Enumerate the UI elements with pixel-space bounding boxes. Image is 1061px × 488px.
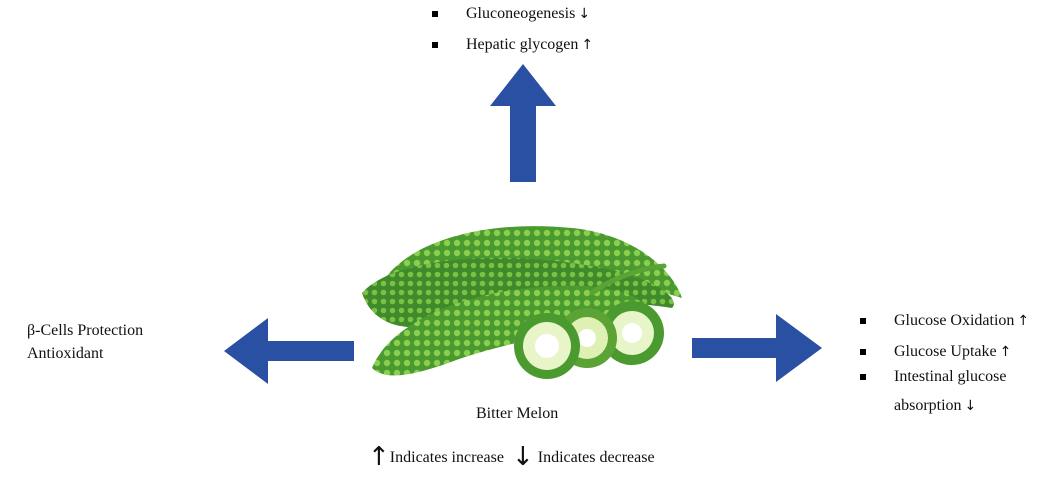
decrease-legend-icon: ↓ [511, 442, 534, 472]
increase-arrow-icon: ↑ [581, 37, 594, 53]
melon-slices [514, 301, 664, 379]
increase-legend-icon: ↑ [368, 442, 390, 472]
decrease-arrow-icon: ↓ [578, 6, 591, 22]
bitter-melon-image [362, 226, 682, 379]
left-item-antioxidant: Antioxidant [27, 345, 104, 362]
right-item-glucose-uptake: Glucose Uptake↑ [860, 342, 1029, 362]
top-item-hepatic-glycogen: Hepatic glycogen↑ [432, 35, 593, 55]
legend: ↑Indicates increase ↓Indicates decrease [368, 444, 655, 470]
top-effects-list: Gluconeogenesis↓ Hepatic glycogen↑ [432, 4, 593, 55]
right-arrow-shape [692, 314, 822, 382]
decrease-arrow-icon: ↓ [964, 398, 977, 414]
right-item-glucose-oxidation: Glucose Oxidation↑ [860, 311, 1029, 331]
left-arrow-shape [224, 318, 354, 384]
arrow-right-graphic [692, 314, 822, 382]
top-item-gluconeogenesis: Gluconeogenesis↓ [432, 4, 593, 24]
arrow-up-graphic [490, 64, 556, 182]
left-item-beta-cells: β-Cells Protection [27, 322, 144, 339]
legend-increase-text: Indicates increase [389, 449, 504, 466]
right-effects-list: Glucose Oxidation↑ Glucose Uptake↑ Intes… [860, 311, 1029, 416]
arrow-left-graphic [224, 318, 354, 384]
right-item-intestinal-glucose: Intestinal glucose [860, 367, 1029, 387]
melon-stem [589, 263, 667, 296]
right-item-absorption: absorption↓ [894, 397, 977, 414]
increase-arrow-icon: ↑ [1017, 313, 1030, 329]
left-effects: β-Cells Protection Antioxidant [27, 319, 143, 365]
legend-decrease-text: Indicates decrease [537, 449, 655, 466]
up-arrow-shape [490, 64, 556, 182]
center-caption: Bitter Melon [476, 405, 559, 422]
increase-arrow-icon: ↑ [999, 344, 1012, 360]
